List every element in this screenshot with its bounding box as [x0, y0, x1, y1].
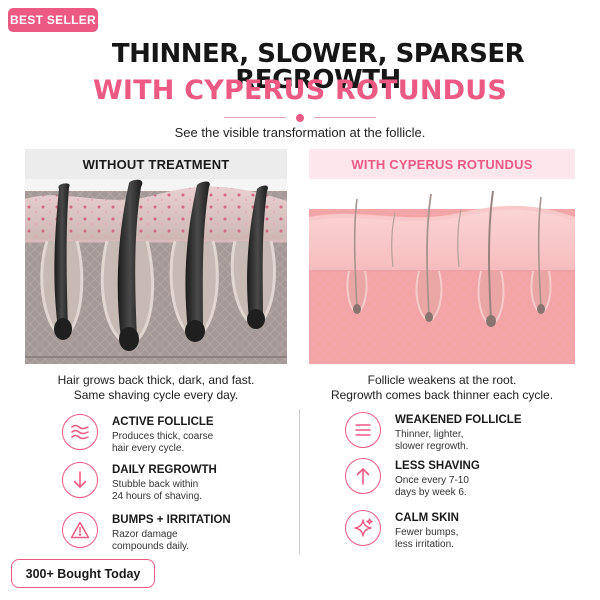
wavy-lines-icon — [62, 414, 98, 450]
sparkle-icon — [345, 510, 381, 546]
lines-circle-icon — [345, 412, 381, 448]
with-cyperus-header: WITH CYPERUS ROTUNDUS — [309, 149, 575, 179]
feature-desc-line-1: Fewer bumps, — [395, 527, 459, 538]
feature-title: ACTIVE FOLLICLE — [112, 416, 214, 428]
headline-line-1: THINNER, SLOWER, SPARSER REGROWTH — [111, 39, 525, 95]
feature-desc-line-1: Stubble back within — [112, 479, 199, 490]
feature-less-shaving: LESS SHAVING Once every 7-10 days by wee… — [345, 458, 575, 504]
title-divider — [224, 114, 376, 122]
left-caption: Hair grows back thick, dark, and fast. S… — [25, 373, 287, 403]
feature-desc-line-2: slower regrowth. — [395, 441, 469, 452]
feature-active-follicle: ACTIVE FOLLICLE Produces thick, coarse h… — [62, 414, 282, 460]
feature-title: CALM SKIN — [395, 512, 459, 524]
best-seller-badge: BEST SELLER — [8, 8, 98, 32]
feature-title: LESS SHAVING — [395, 460, 480, 472]
feature-desc-line-1: Razor damage — [112, 529, 178, 540]
treated-follicle-illustration — [309, 179, 575, 364]
tagline: See the visible transformation at the fo… — [174, 125, 426, 140]
feature-bumps-irritation: BUMPS + IRRITATION Razor damage compound… — [62, 512, 282, 558]
untreated-follicle-illustration — [25, 179, 287, 364]
feature-title: DAILY REGROWTH — [112, 464, 217, 476]
feature-desc-line-1: Produces thick, coarse — [112, 431, 214, 442]
headline-line-2: WITH CYPERUS ROTUNDUS — [92, 75, 508, 106]
feature-desc-line-2: hair every cycle. — [112, 443, 185, 454]
bought-today-badge: 300+ Bought Today — [11, 559, 155, 588]
arrow-down-icon — [62, 462, 98, 498]
right-caption-line-1: Follicle weakens at the root. — [367, 373, 517, 387]
feature-desc-line-2: 24 hours of shaving. — [112, 491, 203, 502]
feature-desc-line-1: Once every 7-10 — [395, 475, 469, 486]
arrow-up-icon — [345, 458, 381, 494]
feature-desc-line-2: compounds daily. — [112, 541, 190, 552]
divider-dot — [296, 114, 304, 122]
column-divider — [299, 409, 300, 554]
left-caption-line-1: Hair grows back thick, dark, and fast. — [57, 373, 255, 387]
left-caption-line-2: Same shaving cycle every day. — [73, 388, 239, 402]
right-caption-line-2: Regrowth comes back thinner each cycle. — [330, 388, 554, 402]
feature-weakened-follicle: WEAKENED FOLLICLE Thinner, lighter, slow… — [345, 412, 575, 458]
feature-title: BUMPS + IRRITATION — [112, 514, 231, 526]
warning-triangle-icon — [62, 512, 98, 548]
without-treatment-header: WITHOUT TREATMENT — [25, 149, 287, 179]
feature-desc-line-2: days by week 6. — [395, 487, 467, 498]
feature-calm-skin: CALM SKIN Fewer bumps, less irritation. — [345, 510, 575, 556]
feature-desc-line-1: Thinner, lighter, — [395, 429, 464, 440]
right-caption: Follicle weakens at the root. Regrowth c… — [309, 373, 575, 403]
feature-title: WEAKENED FOLLICLE — [395, 414, 522, 426]
feature-daily-regrowth: DAILY REGROWTH Stubble back within 24 ho… — [62, 462, 282, 508]
feature-desc-line-2: less irritation. — [395, 539, 454, 550]
